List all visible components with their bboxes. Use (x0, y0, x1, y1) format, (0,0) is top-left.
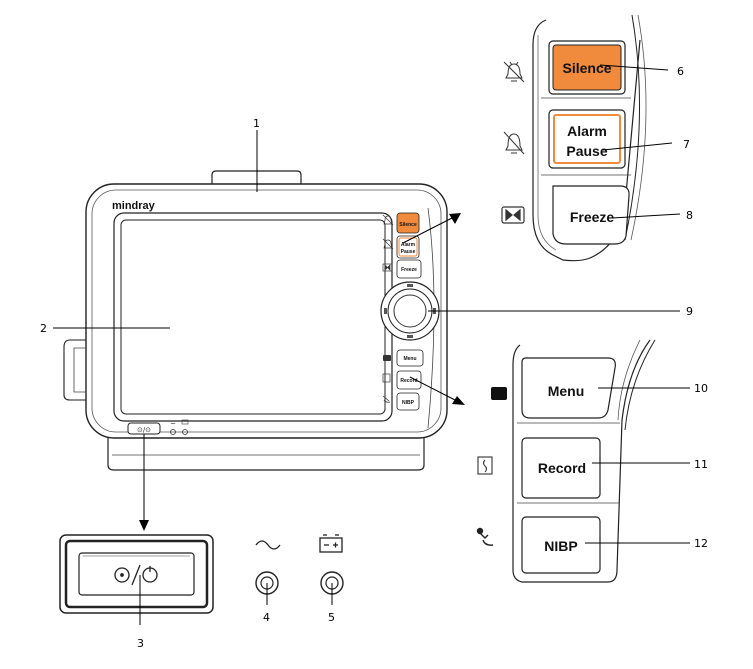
nibp-button[interactable] (521, 516, 601, 574)
mini-pause-label: Pause (401, 249, 416, 255)
mini-menu-button[interactable] (396, 349, 424, 367)
alarm-pause-label-line1: Alarm (567, 123, 607, 139)
callout-9: 9 (686, 305, 693, 318)
callout-4: 4 (263, 611, 270, 624)
callout-7: 7 (683, 138, 690, 151)
navigation-knob[interactable] (380, 281, 440, 341)
mini-record-button[interactable] (396, 370, 422, 390)
record-label: Record (538, 460, 586, 476)
mini-record-icon (382, 373, 391, 383)
power-switch-detail (59, 534, 214, 614)
mini-nibp-button[interactable] (396, 392, 420, 411)
ac-power-icon (255, 540, 281, 550)
freeze-button[interactable] (552, 185, 630, 245)
arrow-to-function-panel (452, 396, 465, 405)
callout-10: 10 (694, 382, 708, 395)
nibp-label: NIBP (544, 538, 577, 554)
mini-freeze-icon (382, 263, 393, 272)
silence-bell-icon (503, 61, 525, 83)
mini-alarm-pause-icon (382, 238, 394, 250)
mini-nibp-label: NIBP (402, 400, 415, 406)
monitor: Silence Alarm Pause Freeze Menu Record N… (63, 170, 448, 471)
menu-icon (491, 387, 507, 400)
record-button[interactable] (521, 437, 601, 499)
callout-6: 6 (677, 65, 684, 78)
callout-5: 5 (328, 611, 335, 624)
menu-label: Menu (548, 383, 585, 399)
mini-menu-label: Menu (403, 356, 416, 362)
record-icon (477, 456, 493, 475)
menu-button[interactable] (521, 357, 616, 419)
alarm-pause-label-line2: Pause (566, 143, 607, 159)
battery-icon (319, 534, 343, 553)
freeze-icon (501, 206, 525, 224)
svg-text:~: ~ (170, 420, 176, 428)
leader-lines (53, 64, 690, 625)
mini-alarm-pause-button[interactable] (396, 235, 420, 259)
arrow-to-alarm-panel (449, 213, 461, 224)
mini-freeze-label: Freeze (401, 267, 417, 273)
callout-3: 3 (137, 637, 144, 650)
mini-silence-icon (382, 214, 394, 226)
silence-label: Silence (562, 60, 611, 76)
mini-freeze-button[interactable] (396, 259, 422, 279)
callout-8: 8 (686, 209, 693, 222)
mini-power-icon: ⊙/⊙ (137, 426, 151, 434)
nibp-icon (476, 527, 494, 546)
alarm-pause-bell-icon (503, 131, 525, 155)
callout-11: 11 (694, 458, 708, 471)
mini-silence-button[interactable] (396, 212, 420, 234)
function-panel: Menu Record NIBP (476, 339, 656, 583)
mini-record-label: Record (400, 378, 417, 384)
mini-nibp-icon (382, 395, 391, 403)
callout-numbers: 1 2 3 4 5 6 7 8 9 10 11 12 (40, 65, 708, 650)
brand-logo: mindray (112, 200, 156, 212)
callout-12: 12 (694, 537, 708, 550)
arrow-to-power-detail (139, 520, 149, 531)
callout-2: 2 (40, 322, 47, 335)
mini-silence-label: Silence (399, 222, 417, 228)
alarm-panel: Silence Alarm Pause Freeze (501, 14, 647, 262)
mini-menu-icon (383, 355, 391, 361)
freeze-label: Freeze (570, 209, 615, 225)
callout-1: 1 (253, 117, 260, 130)
mini-alarm-label: Alarm (401, 242, 416, 248)
power-icon (114, 564, 158, 586)
